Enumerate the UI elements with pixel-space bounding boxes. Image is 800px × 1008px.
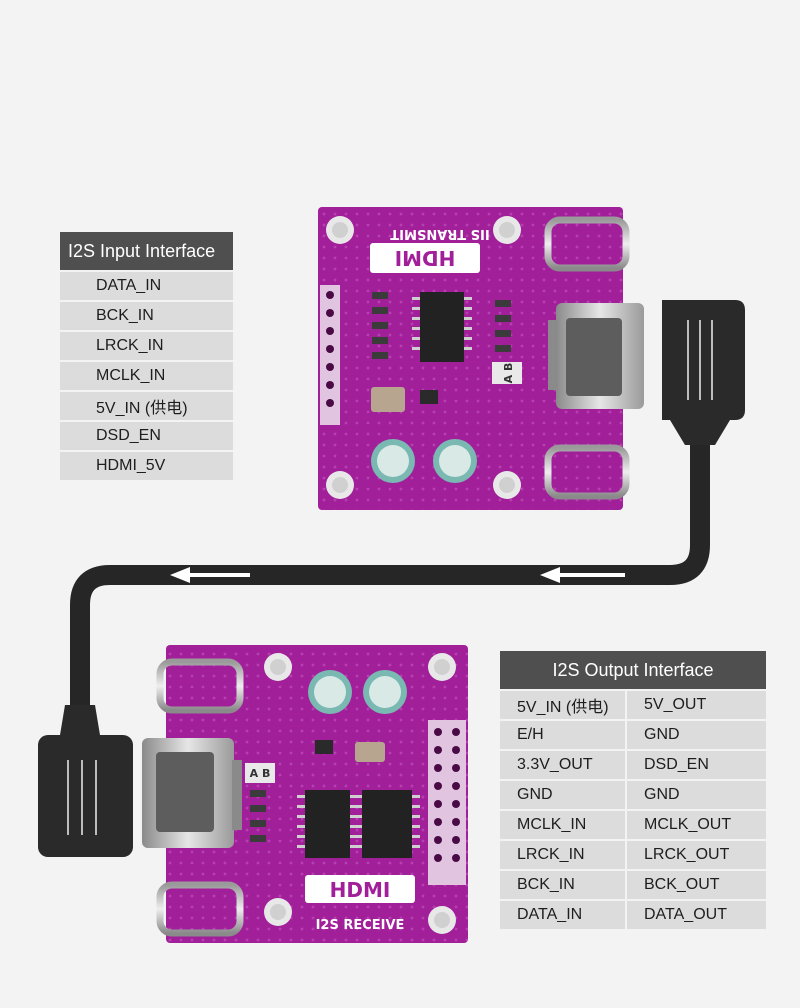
input-pin-row: 5V_IN (供电) xyxy=(60,392,233,420)
receive-board xyxy=(142,645,468,943)
input-pin-row: BCK_IN xyxy=(60,302,233,330)
output-pin-row: MCLK_IN MCLK_OUT xyxy=(500,811,766,839)
receive-board-logo: HDMI xyxy=(330,878,391,902)
output-pin-row: 5V_IN (供电) 5V_OUT xyxy=(500,691,766,719)
input-interface-title: I2S Input Interface xyxy=(60,232,233,270)
output-pin-row: E/H GND xyxy=(500,721,766,749)
arrow-left-icon xyxy=(540,567,625,583)
output-pin-row: DATA_IN DATA_OUT xyxy=(500,901,766,929)
output-pin-row: BCK_IN BCK_OUT xyxy=(500,871,766,899)
output-pin-right: 5V_OUT xyxy=(627,691,766,719)
receive-switch-labels: A B xyxy=(250,767,271,780)
input-interface-panel: I2S Input Interface DATA_IN BCK_IN LRCK_… xyxy=(60,232,233,480)
transmit-board xyxy=(318,207,644,510)
output-pin-row: 3.3V_OUT DSD_EN xyxy=(500,751,766,779)
input-pin-row: DATA_IN xyxy=(60,272,233,300)
output-pin-left: 5V_IN (供电) xyxy=(500,691,625,719)
arrow-left-icon xyxy=(170,567,250,583)
output-pin-left: LRCK_IN xyxy=(500,841,625,869)
input-pin-row: MCLK_IN xyxy=(60,362,233,390)
output-pin-right: DATA_OUT xyxy=(627,901,766,929)
output-pin-table: 5V_IN (供电) 5V_OUT E/H GND 3.3V_OUT DSD_E… xyxy=(500,691,766,929)
output-pin-right: GND xyxy=(627,781,766,809)
output-interface-title: I2S Output Interface xyxy=(500,651,766,689)
output-pin-left: E/H xyxy=(500,721,625,749)
transmit-switch-labels: A B xyxy=(502,363,515,384)
output-pin-left: GND xyxy=(500,781,625,809)
output-pin-row: LRCK_IN LRCK_OUT xyxy=(500,841,766,869)
transmit-board-title: IIS TRANSMIT xyxy=(390,226,490,241)
receive-board-title: I2S RECEIVE xyxy=(316,918,405,933)
output-pin-left: BCK_IN xyxy=(500,871,625,899)
output-pin-right: DSD_EN xyxy=(627,751,766,779)
output-pin-right: GND xyxy=(627,721,766,749)
input-pin-row: LRCK_IN xyxy=(60,332,233,360)
output-interface-panel: I2S Output Interface 5V_IN (供电) 5V_OUT E… xyxy=(500,651,766,929)
output-pin-right: LRCK_OUT xyxy=(627,841,766,869)
output-pin-left: MCLK_IN xyxy=(500,811,625,839)
output-pin-row: GND GND xyxy=(500,781,766,809)
input-pin-row: DSD_EN xyxy=(60,422,233,450)
output-pin-right: BCK_OUT xyxy=(627,871,766,899)
output-pin-right: MCLK_OUT xyxy=(627,811,766,839)
output-pin-left: 3.3V_OUT xyxy=(500,751,625,779)
output-pin-left: DATA_IN xyxy=(500,901,625,929)
transmit-board-logo: HDMI xyxy=(395,246,456,270)
hdmi-cable xyxy=(38,300,745,857)
input-pin-list: DATA_IN BCK_IN LRCK_IN MCLK_IN 5V_IN (供电… xyxy=(60,272,233,480)
input-pin-row: HDMI_5V xyxy=(60,452,233,480)
